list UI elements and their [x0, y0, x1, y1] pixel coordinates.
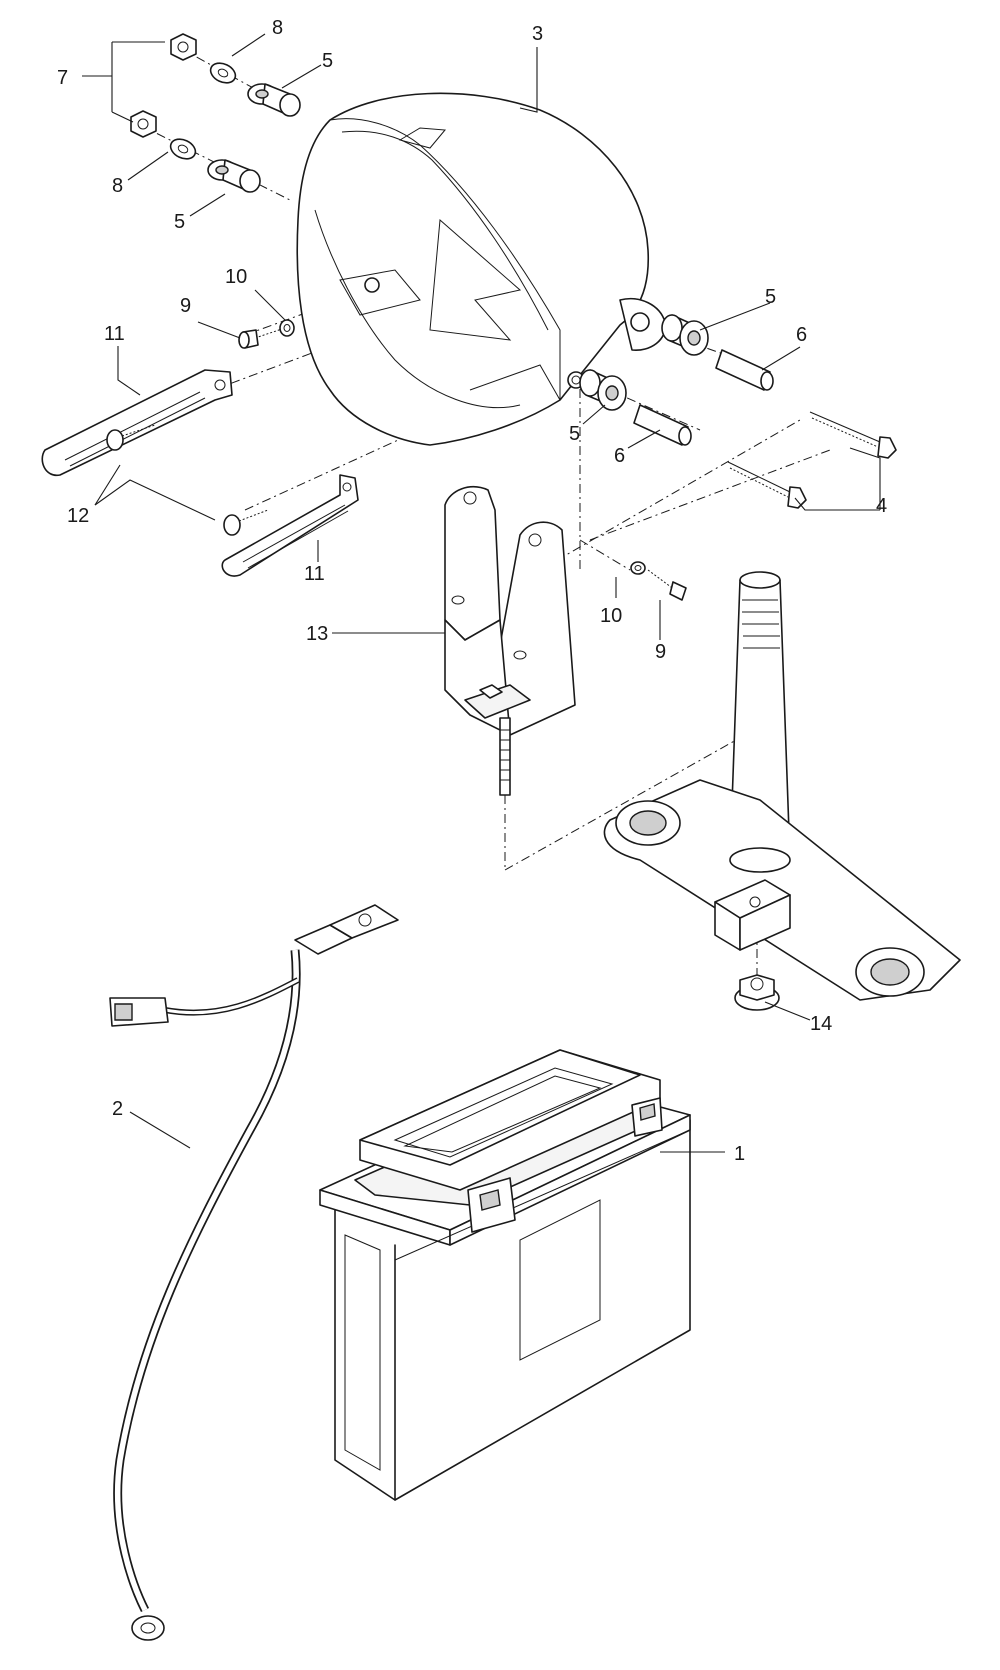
collar-lower-left	[207, 159, 261, 193]
callout-11: 11	[104, 323, 125, 345]
steering-stem	[603, 571, 961, 1001]
callout-leaders	[82, 33, 881, 1153]
callout-8: 8	[272, 17, 283, 39]
spacer-tube-upper	[715, 349, 774, 391]
washer-10-lower	[630, 561, 646, 575]
long-bolt-upper	[809, 411, 897, 459]
callout-6: 6	[614, 445, 625, 467]
washer-upper	[209, 62, 237, 84]
headlight-stay	[444, 486, 576, 796]
cap-nut-upper	[170, 33, 197, 61]
callout-5: 5	[322, 50, 333, 72]
callout-9: 9	[655, 641, 666, 663]
washer-10-upper	[279, 319, 295, 337]
callout-7: 7	[57, 67, 68, 89]
callout-13: 13	[306, 623, 328, 645]
long-bolt-lower	[727, 461, 807, 509]
callout-5: 5	[174, 211, 185, 233]
screw-9-lower	[647, 569, 687, 601]
headlight-housing	[296, 92, 666, 446]
callout-5: 5	[569, 423, 580, 445]
screw-9-upper	[238, 327, 286, 349]
slotted-bracket-lower	[221, 474, 359, 577]
washer-lower	[169, 138, 197, 160]
callout-8: 8	[112, 175, 123, 197]
callout-12: 12	[67, 505, 89, 527]
bracket-screw-upper	[106, 424, 156, 451]
callout-5: 5	[765, 286, 776, 308]
callout-4: 4	[876, 495, 887, 517]
cap-nut-lower	[130, 110, 157, 138]
callout-6: 6	[796, 324, 807, 346]
slotted-bracket-upper	[41, 369, 233, 476]
battery-cable	[109, 904, 399, 1641]
collar-right-lower	[579, 369, 627, 411]
callout-10: 10	[600, 605, 622, 627]
callout-1: 1	[734, 1143, 745, 1165]
callout-10: 10	[225, 266, 247, 288]
battery	[319, 1049, 691, 1501]
collar-upper-left	[247, 83, 301, 117]
callout-14: 14	[810, 1013, 832, 1035]
spacer-tube-lower	[633, 404, 692, 446]
flange-nut	[734, 974, 780, 1011]
callout-2: 2	[112, 1098, 123, 1120]
callout-3: 3	[532, 23, 543, 45]
callout-labels: 7 8 5 3 8 5 10 9 11 5 6 5 6 4 12 11 13 1…	[57, 17, 887, 1165]
bracket-screw-lower	[223, 509, 269, 536]
collar-right-upper	[661, 314, 709, 356]
callout-11: 11	[304, 563, 325, 585]
callout-9: 9	[180, 295, 191, 317]
